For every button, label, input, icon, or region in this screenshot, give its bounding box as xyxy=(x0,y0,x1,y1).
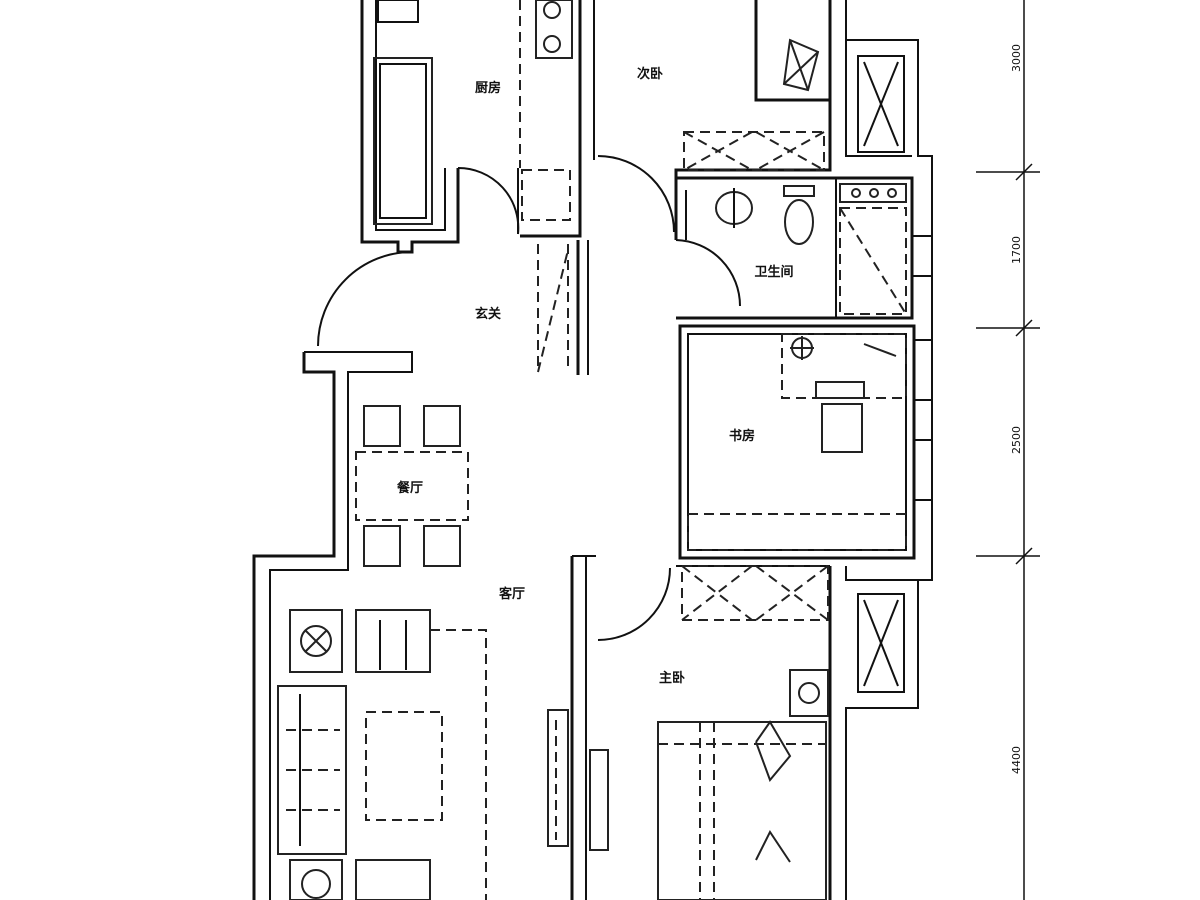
bathroom-fixtures xyxy=(715,183,907,315)
dimension-label-0: 3000 xyxy=(1010,44,1023,72)
walls xyxy=(252,0,933,900)
dimension-line xyxy=(976,0,1040,900)
room-label-living: 客厅 xyxy=(499,586,525,602)
room-label-bathroom: 卫生间 xyxy=(754,264,793,280)
room-label-entrance: 玄关 xyxy=(475,306,501,322)
room-label-bedroom2: 次卧 xyxy=(637,66,663,82)
dimension-label-3: 4400 xyxy=(1010,746,1023,774)
study-fixtures xyxy=(687,333,907,551)
bedroom2-fixtures xyxy=(683,38,899,171)
room-label-study: 书房 xyxy=(729,428,755,444)
doors xyxy=(317,155,741,641)
master-fixtures xyxy=(547,565,899,900)
room-label-master: 主卧 xyxy=(659,670,685,686)
kitchen-fixtures xyxy=(373,0,573,373)
living-fixtures xyxy=(277,609,487,900)
dimension-label-2: 2500 xyxy=(1010,426,1023,454)
dining-fixtures xyxy=(355,405,469,567)
room-label-kitchen: 厨房 xyxy=(475,80,501,96)
dimension-label-1: 1700 xyxy=(1010,236,1023,264)
room-label-dining: 餐厅 xyxy=(396,480,423,496)
